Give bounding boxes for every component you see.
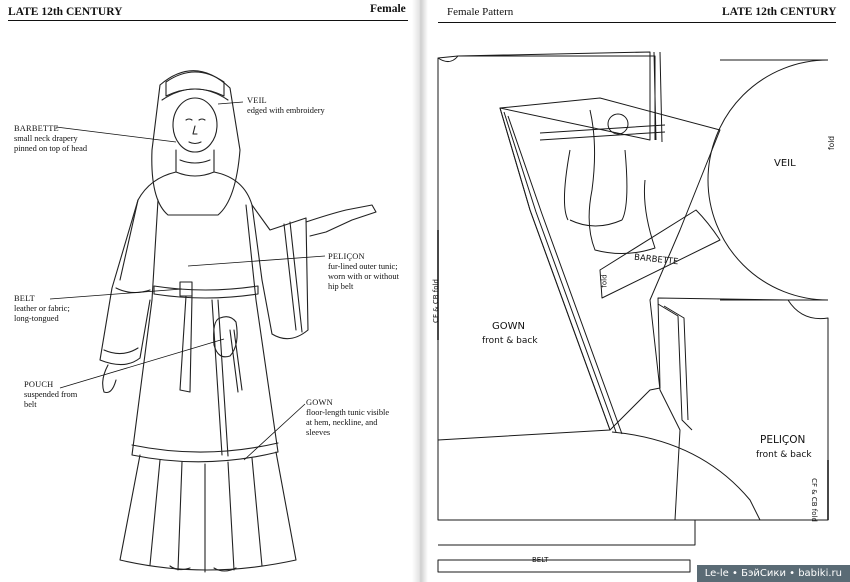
pelicon-shoulders xyxy=(119,171,263,281)
gown-label: GOWN xyxy=(492,321,525,332)
book-spine xyxy=(412,0,428,582)
label-pouch: POUCH suspended from belt xyxy=(24,380,78,409)
leader-barbette xyxy=(55,126,177,143)
page-header-right: Female xyxy=(370,3,406,15)
pattern-header-left: Female Pattern xyxy=(447,6,514,18)
pelicon-piece xyxy=(499,97,829,521)
barbette-band xyxy=(165,71,225,97)
pelicon-label: PELIÇON xyxy=(760,434,806,446)
costume-illustration-page: LATE 12th CENTURY Female xyxy=(0,0,420,582)
label-veil: VEIL edged with embroidery xyxy=(247,96,325,115)
belt-label: BELT xyxy=(532,556,549,564)
face xyxy=(172,97,218,153)
veil-fold-label: fold xyxy=(827,135,837,151)
belt-tongue xyxy=(179,295,193,393)
barbette-piece xyxy=(599,209,721,299)
gown-sub-label: front & back xyxy=(482,336,538,346)
gown-piece xyxy=(437,51,651,441)
sleeve-left xyxy=(99,199,151,366)
pattern-page: Female Pattern LATE 12th CENTURY xyxy=(420,0,850,582)
belt xyxy=(153,285,259,299)
mini-figure xyxy=(539,124,666,227)
page-header-left: LATE 12th CENTURY xyxy=(8,6,123,18)
label-gown: GOWN floor-length tunic visible at hem, … xyxy=(306,398,390,437)
veil-piece xyxy=(707,59,829,301)
pelicon-fold-label: CF & CB fold xyxy=(809,478,818,522)
label-pelicon: PELIÇON fur-lined outer tunic; worn with… xyxy=(328,252,399,291)
label-belt: BELT leather or fabric; long-tongued xyxy=(14,294,70,323)
label-barbette: BARBETTE small neck drapery pinned on to… xyxy=(14,124,88,153)
leader-belt xyxy=(49,288,183,300)
gown-fold-label: CF & CB fold xyxy=(431,279,440,323)
watermark: Le-le • БэйСики • babiki.ru xyxy=(696,565,850,582)
pattern-drawing xyxy=(437,51,829,573)
belt-piece xyxy=(437,559,691,573)
figure-drawing xyxy=(49,70,377,573)
gown-skirt xyxy=(119,451,297,571)
veil-outline xyxy=(151,70,241,216)
leader-gown xyxy=(243,403,306,461)
hand xyxy=(305,204,377,237)
leader-pelicon xyxy=(187,255,326,267)
barbette-fold-label: fold xyxy=(600,274,609,288)
pouch xyxy=(213,316,238,358)
sleeve-right xyxy=(251,204,309,340)
pelicon-sub-label: front & back xyxy=(756,450,812,460)
pattern-header-right: LATE 12th CENTURY xyxy=(722,6,837,18)
veil-label: VEIL xyxy=(774,158,796,169)
leader-pouch xyxy=(59,338,225,389)
pattern-header-rule xyxy=(438,22,836,23)
leader-veil xyxy=(217,101,244,105)
header-rule xyxy=(8,20,408,21)
